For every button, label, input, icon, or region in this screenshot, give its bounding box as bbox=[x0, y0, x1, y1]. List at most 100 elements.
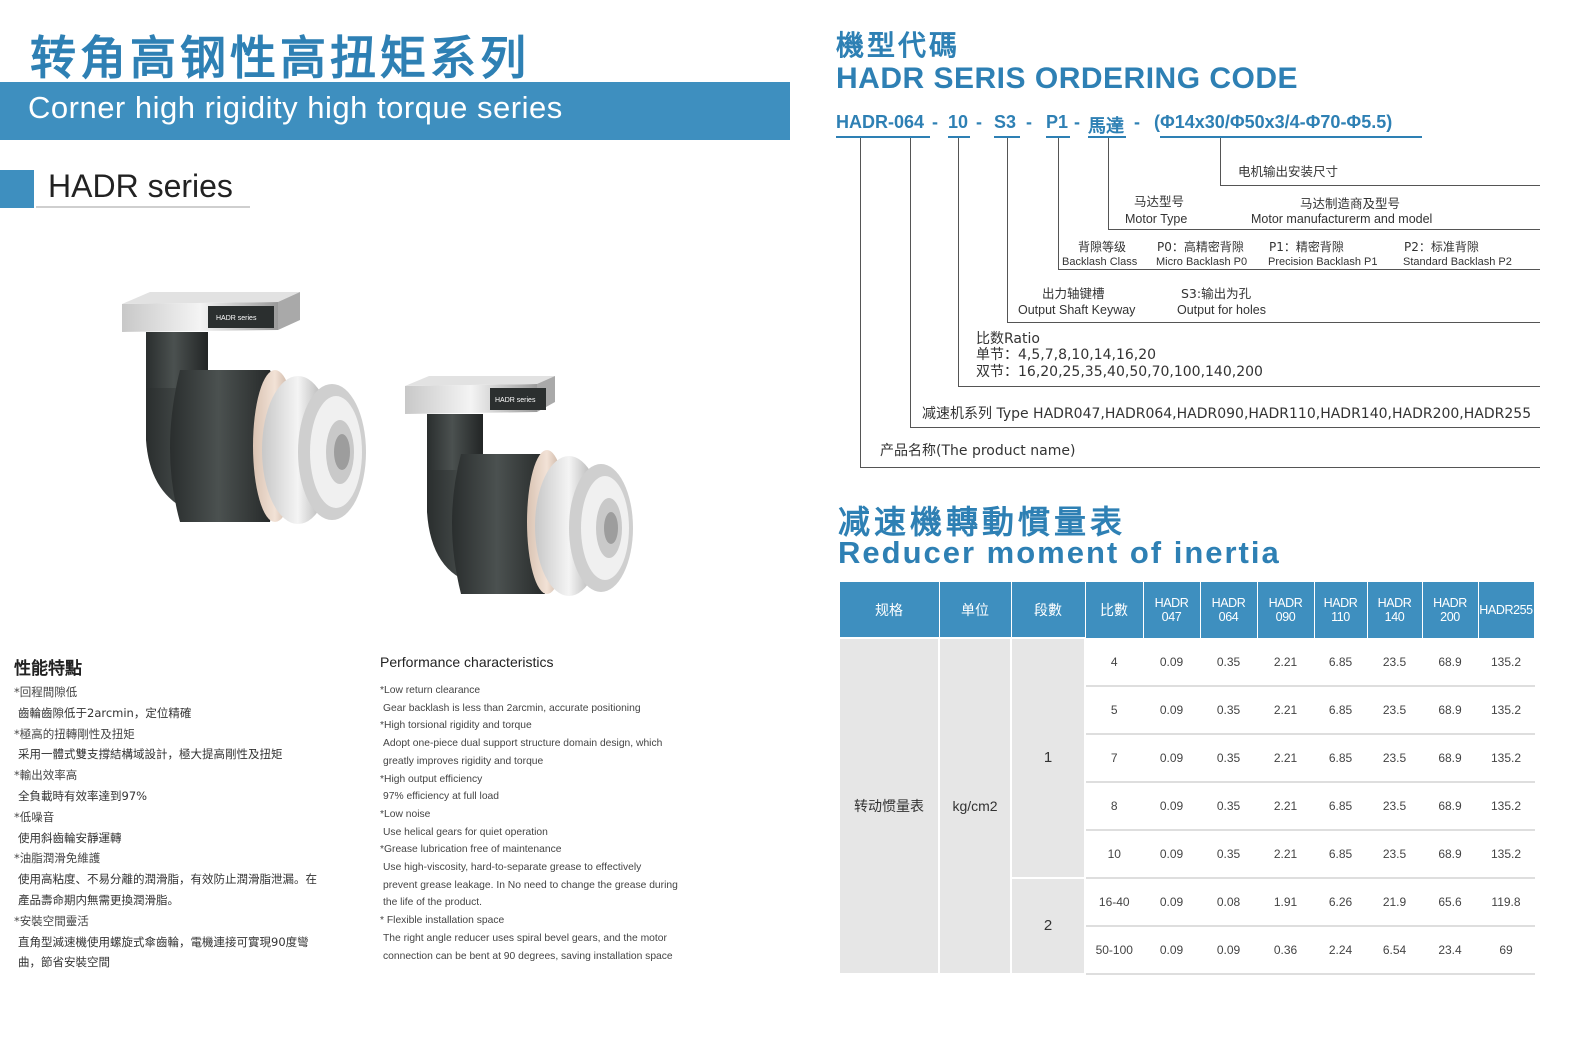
feature-description: Use helical gears for quiet operation bbox=[383, 826, 548, 838]
feature-heading: *High output efficiency bbox=[380, 773, 483, 785]
inertia-value-cell: 6.85 bbox=[1313, 733, 1368, 783]
code-motor: 馬達 bbox=[1088, 116, 1124, 136]
label-p1-en: Precision Backlash P1 bbox=[1268, 256, 1378, 268]
code-backlash: P1 bbox=[1046, 112, 1069, 132]
series-underline bbox=[36, 206, 250, 208]
feature-description: Gear backlash is less than 2arcmin, accu… bbox=[383, 702, 641, 714]
inertia-value-cell: 0.09 bbox=[1199, 925, 1258, 975]
feature-description: 使用斜齒輪安靜運轉 bbox=[18, 830, 122, 845]
label-product-name: 产品名称(The product name) bbox=[880, 443, 1076, 459]
inertia-value-cell: 2.21 bbox=[1256, 637, 1315, 687]
feature-heading: *油脂潤滑免維護 bbox=[14, 851, 101, 866]
inertia-value-cell: 6.85 bbox=[1313, 637, 1368, 687]
code-ratio: 10 bbox=[948, 112, 969, 132]
label-keyway-en: Output Shaft Keyway bbox=[1018, 303, 1136, 317]
inertia-value-cell: 6.26 bbox=[1313, 877, 1368, 927]
inertia-value-cell: 68.9 bbox=[1421, 685, 1479, 735]
tree-line bbox=[1007, 322, 1540, 323]
inertia-value-cell: 23.5 bbox=[1366, 637, 1423, 687]
label-motor-mfr-cn: 马达制造商及型号 bbox=[1300, 196, 1401, 211]
header-stage: 段數 bbox=[1010, 581, 1086, 639]
tree-line bbox=[1058, 269, 1540, 270]
spec-cell: 转动惯量表 bbox=[838, 637, 940, 975]
inertia-value-cell: 0.35 bbox=[1199, 829, 1258, 879]
code-underline bbox=[994, 136, 1020, 138]
inertia-title-en: Reducer moment of inertia bbox=[838, 535, 1281, 570]
series-name: HADR series bbox=[48, 168, 233, 204]
code-sep: - bbox=[932, 112, 938, 132]
inertia-value-cell: 23.5 bbox=[1366, 829, 1423, 879]
ratio-cell: 10 bbox=[1084, 829, 1144, 879]
label-backlash-cn: 背隙等级 bbox=[1078, 240, 1127, 254]
header-spec: 规格 bbox=[838, 581, 940, 639]
label-ratio-title: 比数Ratio bbox=[976, 331, 1040, 347]
header-model: HADR 090 bbox=[1256, 581, 1315, 639]
feature-description: Adopt one-piece dual support structure d… bbox=[383, 738, 663, 750]
feature-heading: *Low noise bbox=[380, 808, 431, 820]
inertia-header-row: 规格 单位 段數 比數 HADR 047 HADR 064 HADR 090 H… bbox=[838, 581, 1535, 639]
unit-cell: kg/cm2 bbox=[938, 637, 1012, 975]
code-sep: - bbox=[1134, 112, 1140, 132]
tree-line bbox=[1220, 185, 1540, 186]
inertia-value-cell: 2.21 bbox=[1256, 781, 1315, 831]
code-underline bbox=[1088, 136, 1126, 138]
inertia-value-cell: 0.36 bbox=[1256, 925, 1315, 975]
inertia-value-cell: 65.6 bbox=[1421, 877, 1479, 927]
feature-description: 采用一體式雙支撐結構域設計，極大提高剛性及扭矩 bbox=[18, 747, 283, 762]
ratio-cell: 16-40 bbox=[1084, 877, 1144, 927]
inertia-table: 规格 单位 段數 比數 HADR 047 HADR 064 HADR 090 H… bbox=[838, 581, 1535, 975]
inertia-value-cell: 0.08 bbox=[1199, 877, 1258, 927]
tree-line bbox=[860, 138, 861, 468]
inertia-value-cell: 0.09 bbox=[1142, 733, 1201, 783]
label-motor-dims: 电机输出安装尺寸 bbox=[1238, 164, 1339, 179]
feature-description: greatly improves rigidity and torque bbox=[383, 755, 544, 767]
code-keyway: S3 bbox=[994, 112, 1017, 132]
page-title-en: Corner high rigidity high torque series bbox=[28, 90, 563, 125]
header-model: HADR 047 bbox=[1142, 581, 1201, 639]
code-underline bbox=[836, 136, 930, 138]
feature-heading: *Low return clearance bbox=[380, 685, 481, 696]
feature-heading: *Grease lubrication free of maintenance bbox=[380, 844, 562, 856]
performance-list-cn: *回程間隙低齒輪齒隙低于2arcmin，定位精確*極高的扭轉剛性及扭矩采用一體式… bbox=[14, 682, 366, 973]
tree-line bbox=[1007, 138, 1008, 323]
header-model: HADR 200 bbox=[1421, 581, 1479, 639]
feature-heading: * Flexible installation space bbox=[380, 915, 505, 927]
inertia-value-cell: 135.2 bbox=[1477, 733, 1535, 783]
code-sep: - bbox=[976, 112, 982, 132]
label-motor-type-cn: 马达型号 bbox=[1134, 194, 1185, 209]
inertia-value-cell: 0.09 bbox=[1142, 637, 1201, 687]
feature-heading: *High torsional rigidity and torque bbox=[380, 720, 532, 732]
ratio-cell: 7 bbox=[1084, 733, 1144, 783]
inertia-value-cell: 2.21 bbox=[1256, 829, 1315, 879]
code-series: HADR-064 bbox=[836, 112, 925, 132]
stage-cell: 2 bbox=[1010, 876, 1086, 975]
inertia-value-cell: 135.2 bbox=[1477, 637, 1535, 687]
feature-heading: *回程間隙低 bbox=[14, 685, 78, 699]
performance-title-cn: 性能特點 bbox=[14, 659, 82, 679]
header-model: HADR255 bbox=[1477, 581, 1535, 639]
feature-description: 全負載時有效率達到97% bbox=[18, 788, 148, 803]
inertia-value-cell: 68.9 bbox=[1421, 637, 1479, 687]
series-marker bbox=[0, 170, 34, 208]
header-model: HADR 140 bbox=[1366, 581, 1423, 639]
inertia-value-cell: 6.54 bbox=[1366, 925, 1423, 975]
feature-heading: *低噪音 bbox=[14, 809, 55, 824]
feature-description: 97% efficiency at full load bbox=[383, 791, 500, 803]
inertia-value-cell: 6.85 bbox=[1313, 829, 1368, 879]
tree-line bbox=[1220, 138, 1221, 186]
ordering-title-cn: 機型代碼 bbox=[836, 29, 961, 62]
inertia-value-cell: 2.21 bbox=[1256, 733, 1315, 783]
code-sep: - bbox=[1026, 112, 1032, 132]
code-underline bbox=[948, 136, 970, 138]
label-p0-en: Micro Backlash P0 bbox=[1156, 256, 1248, 268]
feature-heading: *極高的扭轉剛性及扭矩 bbox=[14, 726, 135, 741]
ratio-cell: 8 bbox=[1084, 781, 1144, 831]
title-band bbox=[0, 82, 790, 140]
feature-description: The right angle reducer uses spiral beve… bbox=[383, 932, 667, 944]
label-motor-type-en: Motor Type bbox=[1125, 212, 1188, 226]
code-underline bbox=[1046, 136, 1070, 138]
inertia-value-cell: 0.09 bbox=[1142, 877, 1201, 927]
